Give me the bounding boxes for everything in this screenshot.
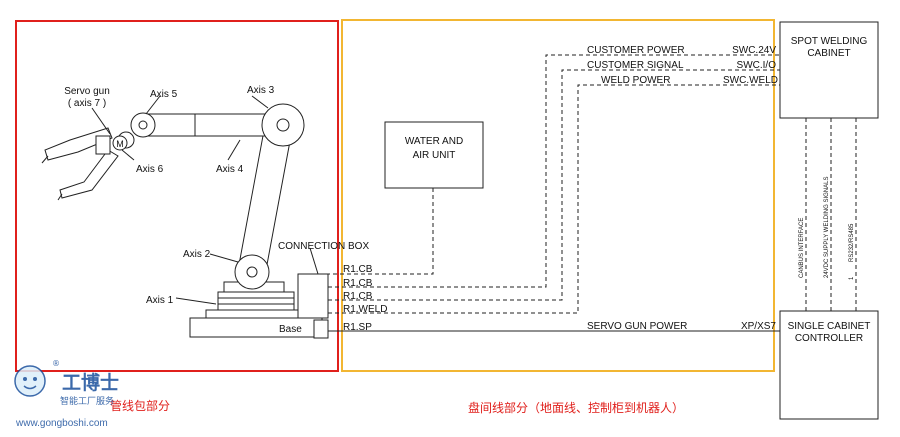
axis4-label: Axis 4 [216, 164, 244, 175]
watermark-logo: 工博士 ® 智能工厂服务 www.gongboshi.com [14, 359, 119, 429]
servo-gun-axis-label: ( axis 7 ) [68, 98, 106, 109]
base-label: Base [279, 324, 302, 335]
cabinet-links [805, 118, 857, 311]
link-label-one: 1 [849, 276, 855, 280]
axis2-label: Axis 2 [183, 249, 211, 260]
watermark-site: www.gongboshi.com [15, 418, 108, 429]
connection-box-label: CONNECTION BOX [278, 241, 369, 252]
cabinet-port-swc-weld: SWC.WELD [723, 75, 778, 86]
axis3-label: Axis 3 [247, 85, 275, 96]
port-weld: R1.WELD [343, 304, 387, 315]
cable-customer-power [328, 54, 780, 288]
axis6-label: Axis 6 [136, 164, 164, 175]
water-air-line1: WATER AND [405, 136, 463, 147]
cable-label-servo-gun-power: SERVO GUN POWER [587, 321, 687, 332]
spot-welding-cabinet [779, 21, 879, 119]
left-region-caption: 管线包部分 [110, 398, 170, 413]
axis1-label: Axis 1 [146, 295, 174, 306]
cable-weld-power [328, 84, 780, 314]
watermark-brand: 工博士 [62, 371, 119, 394]
mascot-icon [14, 365, 46, 397]
harness-region-frame [15, 20, 339, 372]
cable-label-customer-power: CUSTOMER POWER [587, 45, 685, 56]
cable-water-air [328, 188, 434, 275]
port-sp: R1.SP [343, 322, 372, 333]
link-label-rs: RS232/RS485 [849, 223, 855, 262]
robot-base-plate [189, 317, 323, 338]
base-connector [313, 319, 329, 339]
link-label-supply: 24VDC SUPPLY WELDING SIGNALS [824, 177, 830, 278]
robot-turntable [217, 291, 295, 311]
spot-cabinet-line1: SPOT WELDING [791, 36, 868, 47]
single-cabinet-controller [779, 310, 879, 420]
spot-cabinet-line2: CABINET [807, 48, 850, 59]
link-label-canbus: CANBUS INTERFACE [799, 218, 805, 278]
floor-cable-region-frame [341, 19, 775, 372]
right-region-caption: 盘间线部分（地面线、控制柜到机器人） [468, 400, 684, 415]
single-cabinet-line1: SINGLE CABINET [788, 321, 871, 332]
connection-box [297, 273, 329, 319]
cable-label-customer-signal: CUSTOMER SIGNAL [587, 60, 684, 71]
servo-gun: M [41, 127, 128, 201]
watermark-registered: ® [52, 359, 60, 368]
water-air-line2: AIR UNIT [413, 150, 456, 161]
cabinet-port-xp-xs7: XP/XS7 [741, 321, 776, 332]
port-cb-2: R1.CB [343, 278, 373, 289]
servo-gun-label: Servo gun [64, 86, 110, 97]
port-cb-3: R1.CB [343, 291, 373, 302]
cable-label-weld-power: WELD POWER [601, 75, 670, 86]
axis5-label: Axis 5 [150, 89, 178, 100]
robot-base-step [205, 309, 303, 319]
motor-symbol: M [116, 139, 124, 149]
port-cb-1: R1.CB [343, 264, 373, 275]
robot-drawing: M [41, 95, 329, 339]
cabinet-port-swc-24v: SWC.24V [732, 45, 776, 56]
cable-routing [328, 54, 780, 332]
servo-motor-icon [112, 135, 128, 151]
cabinet-port-swc-io: SWC.I/O [737, 60, 777, 71]
water-air-unit [384, 121, 484, 189]
single-cabinet-line2: CONTROLLER [795, 333, 863, 344]
watermark-tagline: 智能工厂服务 [60, 395, 114, 407]
